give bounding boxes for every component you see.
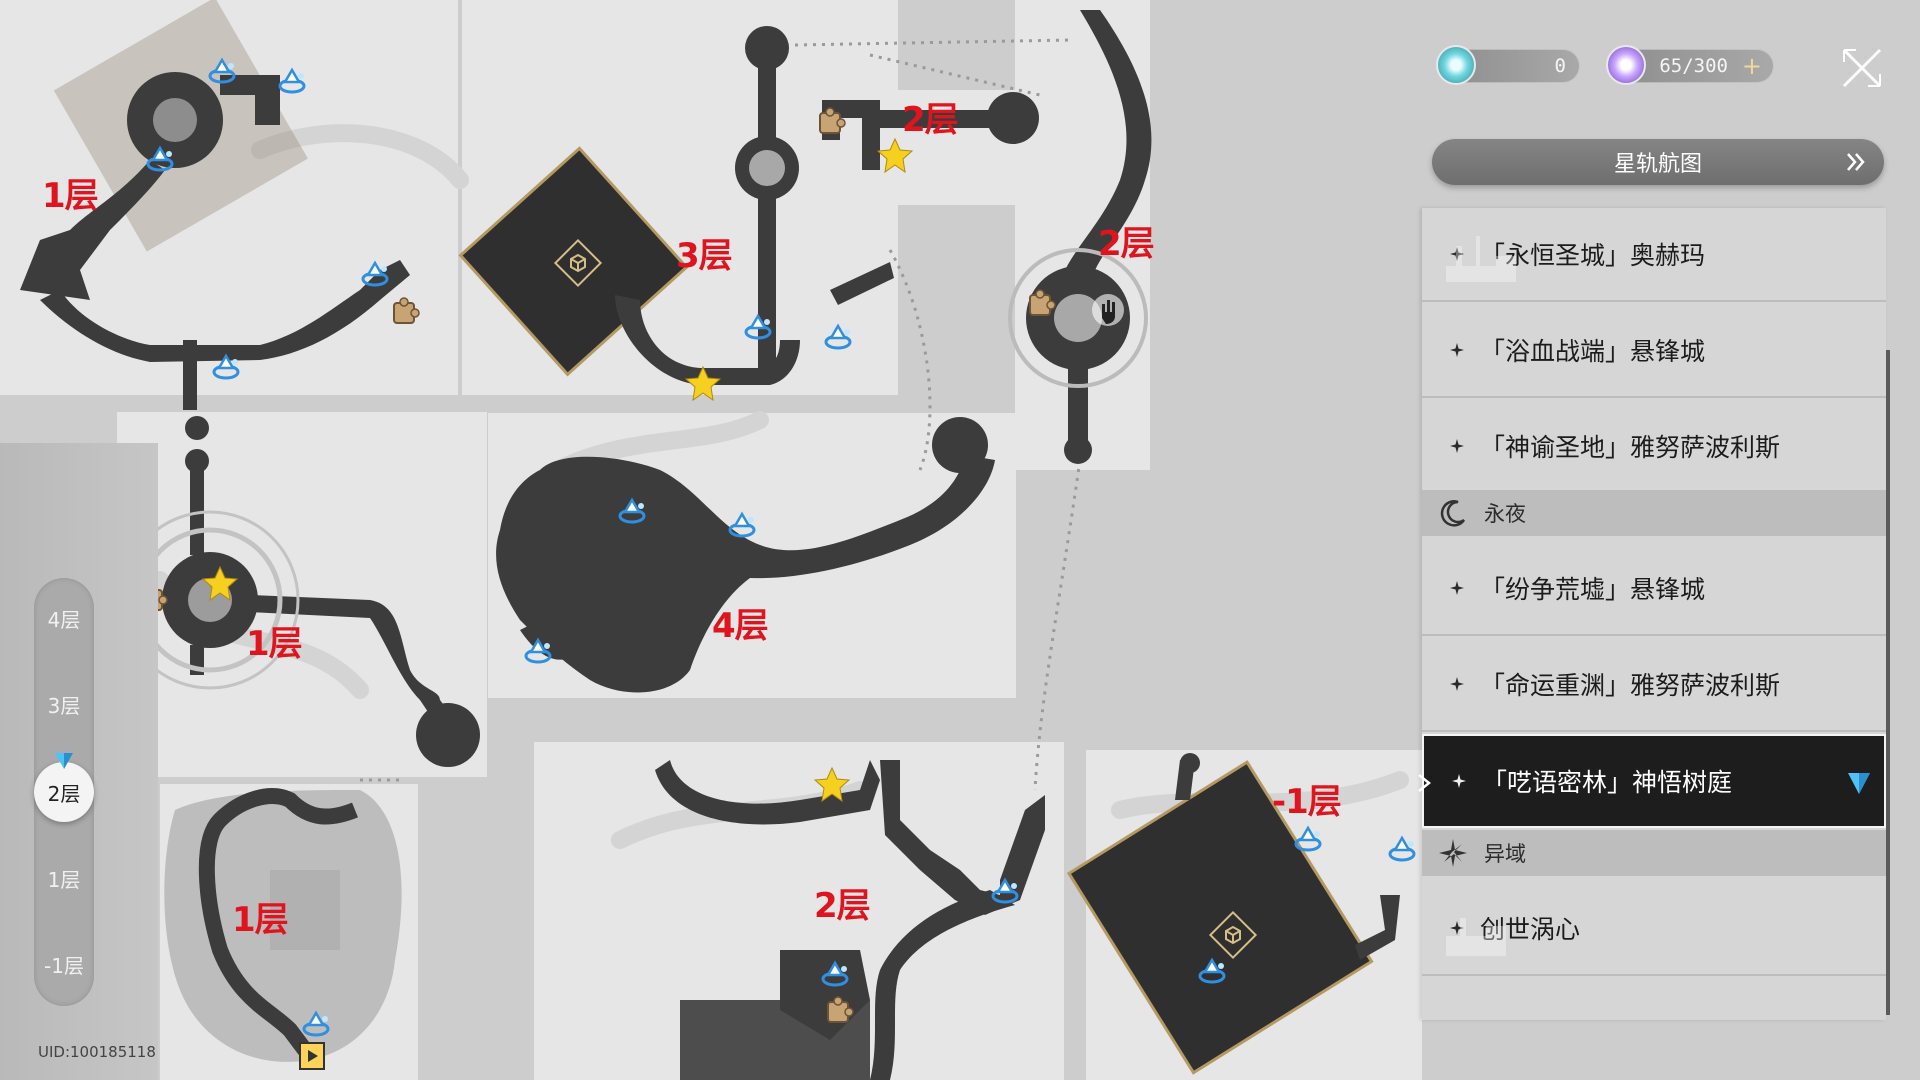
trailblaze-power-icon <box>1606 45 1646 85</box>
city-silhouette-icon <box>1446 918 1506 956</box>
panel-scrollbar[interactable] <box>1886 350 1890 1015</box>
sparkle-icon <box>1452 774 1466 788</box>
section-title: 异域 <box>1484 842 1526 866</box>
region-item[interactable]: 「神谕圣地」雅努萨波利斯 <box>1422 400 1886 494</box>
sparkle-icon <box>1450 581 1464 595</box>
double-chevron-right-icon <box>1847 153 1865 171</box>
floor-button-label: 2层 <box>47 781 81 806</box>
sparkle-icon <box>1450 921 1464 935</box>
add-power-button[interactable]: + <box>1741 52 1762 80</box>
floor-button-label: 1层 <box>47 867 81 892</box>
hand-pointer-icon <box>1092 294 1124 326</box>
sparkle-icon <box>1450 677 1464 691</box>
floor-button-2f-active[interactable]: 2层 <box>34 762 94 822</box>
stellar-jade-counter[interactable]: 0 <box>1436 45 1580 85</box>
map-floor-label: 1层 <box>42 176 99 216</box>
region-item-label: 创世涡心 <box>1480 915 1581 944</box>
map-floor-label: 3层 <box>676 236 733 276</box>
floor-button-label: -1层 <box>44 953 84 978</box>
map-floor-label: 4层 <box>712 606 769 646</box>
region-item[interactable]: 「浴血战端」悬锋城 <box>1422 304 1886 398</box>
floor-button-label: 4层 <box>47 607 81 632</box>
region-list-panel <box>1422 208 1886 1020</box>
region-item-label: 「呓语密林」神悟树庭 <box>1482 768 1733 797</box>
stellar-jade-icon <box>1436 45 1476 85</box>
location-marker-icon <box>1848 773 1870 794</box>
exit-icon <box>299 1042 325 1070</box>
map-floor-label: 2层 <box>1098 224 1155 264</box>
region-item-selected[interactable]: 「呓语密林」神悟树庭 <box>1418 734 1886 828</box>
region-item-label: 「浴血战端」悬锋城 <box>1480 337 1706 366</box>
current-floor-marker-icon <box>55 753 73 769</box>
map-floor-label: 2层 <box>814 886 871 926</box>
section-eternal-night: 永夜 <box>1422 490 1886 536</box>
region-item[interactable]: 「命运重渊」雅努萨波利斯 <box>1422 638 1886 732</box>
region-item-label: 「纷争荒墟」悬锋城 <box>1480 575 1706 604</box>
region-item-label: 「神谕圣地」雅努萨波利斯 <box>1480 433 1781 462</box>
region-item[interactable]: 「纷争荒墟」悬锋城 <box>1422 542 1886 636</box>
sparkle-icon <box>1450 247 1464 261</box>
map-floor-label: 2层 <box>902 100 959 140</box>
player-uid: UID:100185118 <box>38 1043 156 1061</box>
moon-icon <box>1440 500 1466 527</box>
floor-button-1f[interactable]: 1层 <box>34 848 94 908</box>
map-floor-label: -1层 <box>1272 782 1342 822</box>
trailblaze-power-value: 65/300 <box>1659 55 1728 77</box>
map-floor-label: 1层 <box>246 624 303 664</box>
star-rail-map-button[interactable]: 星轨航图 <box>1432 139 1884 185</box>
region-item[interactable]: 「永恒圣城」奥赫玛 <box>1422 208 1886 302</box>
starburst-icon <box>1439 839 1467 867</box>
panel-header-title: 星轨航图 <box>1613 152 1702 177</box>
section-otherworld: 异域 <box>1422 830 1886 876</box>
floor-button-4f[interactable]: 4层 <box>34 588 94 648</box>
map-floor-label: 1层 <box>232 900 289 940</box>
floor-button-b1f[interactable]: -1层 <box>34 934 94 994</box>
sparkle-icon <box>1450 343 1464 357</box>
city-silhouette-icon <box>1446 236 1516 282</box>
region-item-label: 「永恒圣城」奥赫玛 <box>1480 241 1706 270</box>
region-item-label: 「命运重渊」雅努萨波利斯 <box>1480 671 1781 700</box>
floor-button-3f[interactable]: 3层 <box>34 674 94 734</box>
region-item[interactable]: 创世涡心 <box>1422 882 1886 976</box>
sparkle-icon <box>1450 439 1464 453</box>
trailblaze-power-counter[interactable]: 65/300 + <box>1606 45 1774 85</box>
floor-button-label: 3层 <box>47 693 81 718</box>
section-title: 永夜 <box>1484 502 1526 526</box>
close-icon[interactable] <box>1838 44 1886 92</box>
chevron-right-icon <box>1418 774 1432 792</box>
stellar-jade-value: 0 <box>1554 55 1566 77</box>
